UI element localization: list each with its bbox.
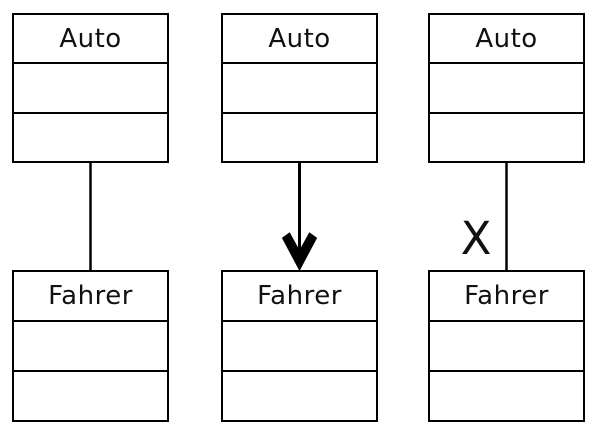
operations-compartment (223, 370, 376, 420)
class-title: Fahrer (14, 272, 167, 320)
operations-compartment (430, 111, 583, 161)
class-title: Auto (223, 15, 376, 63)
class-title: Fahrer (430, 272, 583, 320)
operations-compartment (223, 111, 376, 161)
attributes-compartment (430, 62, 583, 112)
operations-compartment (14, 370, 167, 420)
attributes-compartment (223, 320, 376, 370)
operations-compartment (430, 370, 583, 420)
operations-compartment (14, 111, 167, 161)
class-box-auto-1: Auto (12, 13, 169, 163)
class-box-auto-3: Auto (428, 13, 585, 163)
class-title: Fahrer (223, 272, 376, 320)
attributes-compartment (430, 320, 583, 370)
class-box-fahrer-2: Fahrer (221, 270, 378, 422)
cross-x-label: X (460, 212, 492, 265)
class-box-auto-2: Auto (221, 13, 378, 163)
attributes-compartment (223, 62, 376, 112)
attributes-compartment (14, 320, 167, 370)
attributes-compartment (14, 62, 167, 112)
class-box-fahrer-3: Fahrer (428, 270, 585, 422)
class-title: Auto (430, 15, 583, 63)
arrowhead-down-icon (281, 232, 318, 272)
class-title: Auto (14, 15, 167, 63)
class-box-fahrer-1: Fahrer (12, 270, 169, 422)
